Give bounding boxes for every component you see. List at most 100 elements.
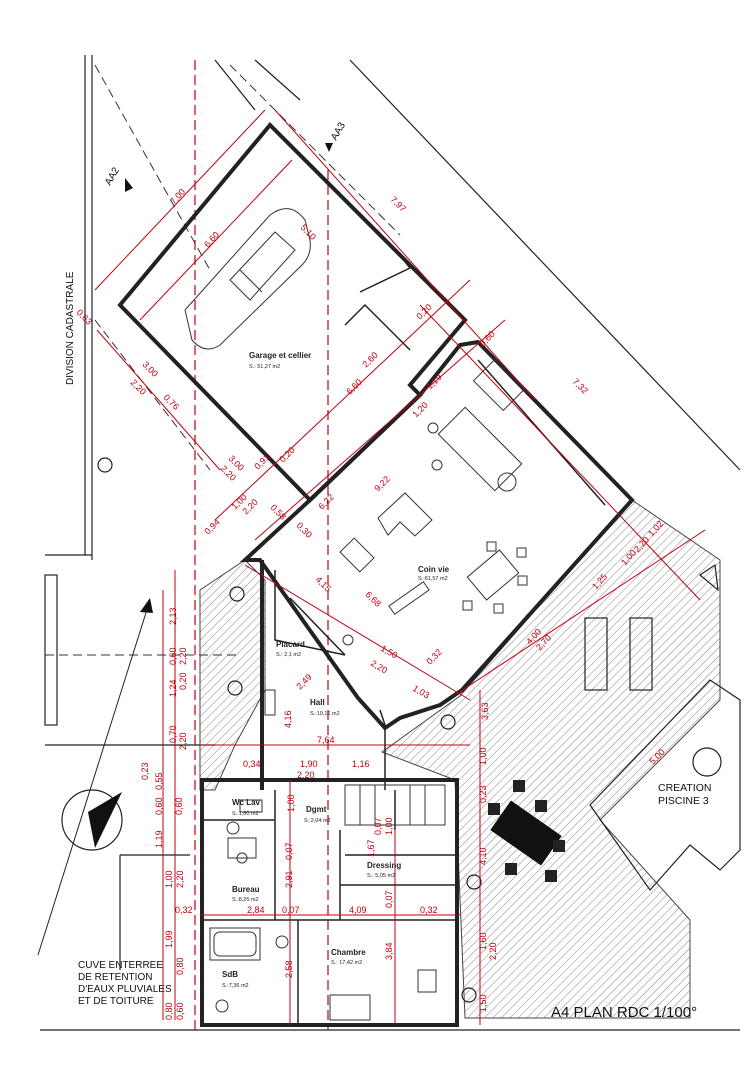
- dim-b-284: 2,84: [247, 905, 265, 915]
- dim-h-416: 4,16: [283, 710, 293, 728]
- pool-area: [97, 457, 741, 1003]
- dim-l-100: 1,00: [164, 870, 174, 888]
- piscine-line-2: PISCINE 3: [658, 795, 709, 807]
- dim-b-409: 4,09: [349, 905, 367, 915]
- dim-v-797: 7,97: [389, 194, 408, 213]
- dim-l-023: 0,23: [140, 762, 150, 780]
- cuve-line-3: D'EAUX PLUVIALES: [78, 984, 172, 995]
- dim-g-063: 0,63: [75, 307, 94, 326]
- room-sdb-area: S.:7,36 m2: [222, 983, 249, 989]
- cuve-note: CUVE ENTERREE DE RETENTION D'EAUX PLUVIA…: [78, 960, 198, 1008]
- room-bureau-area: S.:8,26 m2: [232, 897, 259, 903]
- dimension-lines: [94, 109, 706, 1025]
- dim-b-007d: 0,07: [282, 905, 300, 915]
- room-garage-area: S.: 51,27 m2: [249, 364, 280, 370]
- dim-v-032: 0,32: [424, 647, 443, 666]
- dim-v-150: 1,50: [379, 643, 399, 660]
- dim-g-510: 5,10: [299, 222, 318, 241]
- dim-r-220: 2,20: [488, 942, 498, 960]
- piscine-line-1: CREATION: [658, 782, 712, 794]
- dim-r-160: 1,60: [478, 932, 488, 950]
- room-dgmt-area: S.:2,04 m2: [304, 818, 331, 824]
- dim-h-116: 1,16: [352, 759, 370, 769]
- cuve-line-4: ET DE TOITURE: [78, 996, 154, 1007]
- dim-l-060: 0,60: [168, 647, 178, 665]
- dim-h-220: 2,20: [297, 770, 315, 780]
- dim-b-258: 2,58: [284, 960, 294, 978]
- dim-v-030: 0,30: [295, 520, 314, 539]
- dim-g-660b: 6,60: [344, 377, 363, 396]
- dim-r-410: 4,10: [478, 847, 488, 865]
- room-dressing-area: S.: 5,05 m2: [367, 873, 395, 879]
- dim-l-199: 1,99: [164, 930, 174, 948]
- dim-b-007b: 0,07: [373, 817, 383, 835]
- dim-v-094: 0,94: [202, 517, 221, 536]
- section-aa3-label: AA3: [329, 120, 348, 142]
- cuve-line-1: CUVE ENTERREE: [78, 960, 164, 971]
- section-lines: [125, 60, 333, 1030]
- dim-l-080: 0,80: [175, 957, 185, 975]
- bedroom-wing: [200, 778, 459, 1027]
- dim-b-032b: 0,32: [420, 905, 438, 915]
- dim-g-020a: 0,20: [277, 445, 296, 464]
- dim-g-020b: 0,20: [414, 302, 433, 321]
- section-aa3-arrow: [325, 143, 333, 152]
- room-chambre-name: Chambre: [331, 948, 366, 957]
- dim-g-091: 0,91: [252, 452, 271, 471]
- dim-l-055: 0,55: [154, 772, 164, 790]
- room-hall-area: S.:10,16 m2: [310, 711, 340, 717]
- stair: [344, 784, 446, 826]
- room-hall-name: Hall: [310, 698, 325, 707]
- dining-table: [462, 541, 528, 614]
- room-placard-area: S.: 2,1 m2: [276, 652, 301, 658]
- room-wc-area: S.:1,80 m2: [232, 811, 259, 817]
- dim-h-034: 0,34: [243, 759, 261, 769]
- dim-l-020: 0,20: [178, 672, 188, 690]
- dim-l-220c: 2,20: [175, 870, 185, 888]
- dim-g-220a: 2,20: [129, 377, 148, 396]
- dim-h-249: 2,49: [294, 672, 313, 691]
- dim-b-032a: 0,32: [175, 905, 193, 915]
- room-coin-vie-area: S.:61,57 m2: [418, 576, 448, 582]
- dim-r-023: 0,23: [478, 785, 488, 803]
- cuve-line-2: DE RETENTION: [78, 972, 153, 983]
- dim-l-060c: 0,60: [174, 797, 184, 815]
- dim-h-764: 7,64: [317, 735, 335, 745]
- dim-v-060: 0,60: [477, 329, 496, 348]
- dim-l-119: 1,19: [154, 830, 164, 848]
- section-aa2-arrow: [125, 178, 133, 192]
- dim-r-150: 1,50: [478, 994, 488, 1012]
- plan-title: A4 PLAN RDC 1/100°: [551, 1004, 698, 1021]
- room-placard-name: Placard: [276, 640, 305, 649]
- dim-l-213: 2,13: [168, 607, 178, 625]
- room-wc-name: Wc Lav: [232, 798, 261, 807]
- dim-b-100b: 1,00: [384, 817, 394, 835]
- dim-b-060: 0,60: [175, 1002, 185, 1020]
- dim-b-100: 1,00: [286, 794, 296, 812]
- dim-r-100: 1,00: [478, 747, 488, 765]
- dim-b-167: 1,67: [366, 839, 376, 857]
- piscine-note: CREATION PISCINE 3: [658, 782, 756, 808]
- dim-v-732: 7,32: [571, 376, 590, 395]
- room-labels: Garage et cellier S.: 51,27 m2 Coin vie …: [222, 351, 450, 989]
- dim-l-220a: 2,20: [178, 647, 188, 665]
- dim-l-060b: 0,60: [154, 797, 164, 815]
- dim-v-415: 4,15: [314, 574, 333, 593]
- dim-v-668: 6,68: [364, 589, 383, 608]
- outdoor-table: [488, 780, 565, 882]
- dim-h-190: 1,90: [300, 759, 318, 769]
- dim-g-300a: 3,00: [141, 359, 160, 378]
- dim-l-080b: 0,80: [164, 1002, 174, 1020]
- dim-b-291: 2,91: [284, 870, 294, 888]
- sofa: [339, 492, 433, 615]
- dim-l-124: 1,24: [168, 679, 178, 697]
- garage: [117, 122, 468, 503]
- dim-r-363: 3,63: [480, 702, 490, 720]
- dim-l-070: 0,70: [168, 725, 178, 743]
- room-dgmt-name: Dgmt: [306, 805, 327, 814]
- dim-v-220c: 2,20: [369, 658, 389, 675]
- dim-b-007c: 0,07: [384, 890, 394, 908]
- room-sdb-name: SdB: [222, 970, 238, 979]
- dim-l-220b: 2,20: [178, 732, 188, 750]
